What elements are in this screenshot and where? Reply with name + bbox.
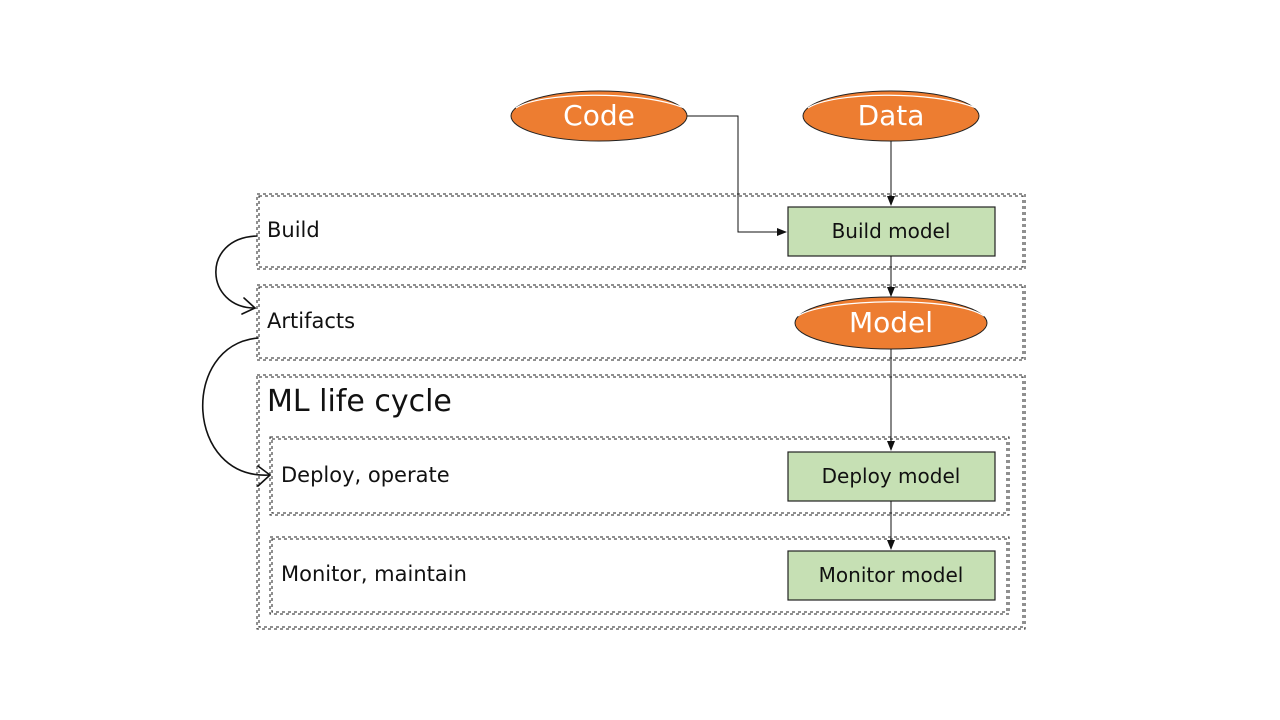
monitor-model-node: Monitor model — [787, 550, 996, 601]
build-model-node: Build model — [787, 206, 996, 257]
code-label: Code — [563, 99, 635, 132]
deploy-label: Deploy, operate — [281, 463, 450, 487]
build-label: Build — [267, 218, 320, 242]
data-input: Data — [802, 90, 980, 142]
build-model-label: Build model — [832, 219, 951, 243]
monitor-section — [269, 536, 1010, 615]
model-label: Model — [849, 306, 933, 339]
data-label: Data — [858, 99, 925, 132]
model-node: Model — [794, 296, 988, 350]
monitor-label: Monitor, maintain — [281, 562, 467, 586]
code-to-build-arrow — [687, 115, 787, 236]
artifacts-label: Artifacts — [267, 309, 355, 333]
build-section — [256, 193, 1026, 270]
build-to-artifacts-curve — [215, 235, 258, 309]
artifacts-section — [256, 284, 1026, 361]
lifecycle-title: ML life cycle — [267, 384, 452, 419]
deploy-section — [269, 436, 1010, 516]
build-to-artifacts-arrowhead — [241, 297, 257, 315]
artifacts-to-deploy-curve — [202, 337, 271, 476]
lifecycle-section — [256, 374, 1026, 630]
deploy-model-label: Deploy model — [822, 464, 961, 488]
artifacts-to-deploy-arrowhead — [257, 465, 272, 487]
monitor-model-label: Monitor model — [819, 563, 964, 587]
code-input: Code — [510, 90, 688, 142]
deploy-model-node: Deploy model — [787, 451, 996, 502]
